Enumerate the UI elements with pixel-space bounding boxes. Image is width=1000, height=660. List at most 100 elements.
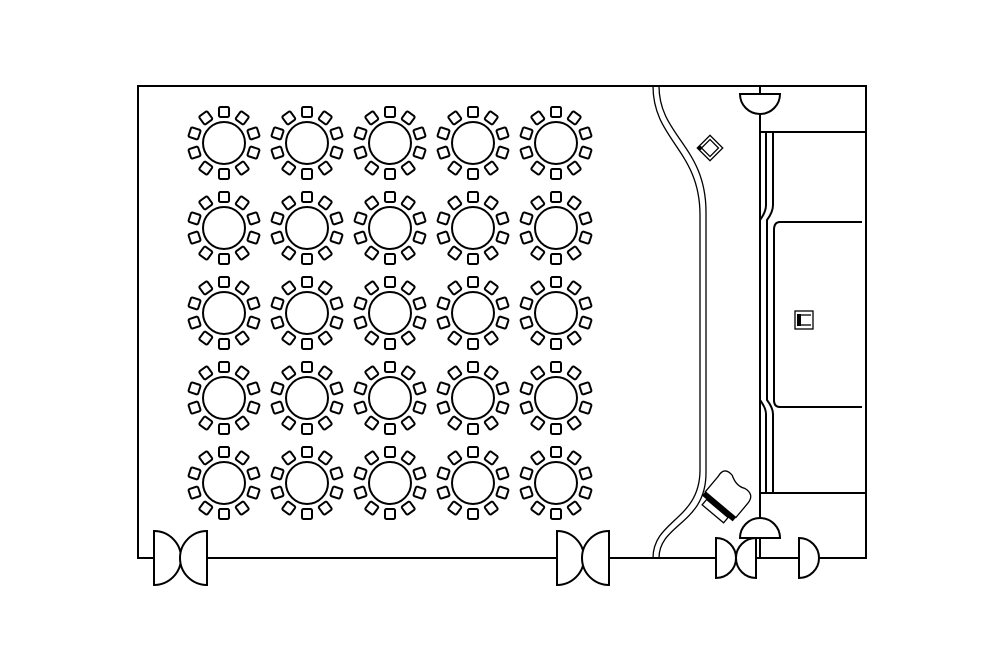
chair <box>495 296 510 311</box>
door-leaf[interactable] <box>715 536 737 580</box>
stage-door-bottom[interactable] <box>738 517 782 539</box>
round-table[interactable] <box>187 361 261 435</box>
round-table[interactable] <box>353 361 427 435</box>
chair <box>519 400 534 415</box>
chair <box>412 400 427 415</box>
round-table[interactable] <box>187 446 261 520</box>
chair <box>495 211 510 226</box>
lectern-icon <box>794 310 814 330</box>
double-door-right-leaf[interactable] <box>581 529 610 587</box>
chair <box>400 415 416 431</box>
chair <box>218 361 230 373</box>
chair <box>329 230 344 245</box>
chair <box>495 381 510 396</box>
double-door-right-leaf[interactable] <box>179 529 208 587</box>
chair <box>519 230 534 245</box>
round-table[interactable] <box>436 106 510 180</box>
chair <box>234 245 250 261</box>
chair <box>281 245 297 261</box>
chair <box>301 276 313 288</box>
chair <box>412 466 427 481</box>
chair <box>436 126 451 141</box>
chair <box>436 485 451 500</box>
chair <box>519 485 534 500</box>
round-table[interactable] <box>519 361 593 435</box>
chair <box>329 126 344 141</box>
chair <box>329 381 344 396</box>
chair <box>246 230 261 245</box>
round-table[interactable] <box>270 191 344 265</box>
chair <box>364 110 380 126</box>
chair <box>550 191 562 203</box>
round-table[interactable] <box>519 446 593 520</box>
round-table[interactable] <box>436 446 510 520</box>
round-table[interactable] <box>270 276 344 350</box>
chair <box>329 211 344 226</box>
round-table[interactable] <box>436 191 510 265</box>
double-door-left-leaf[interactable] <box>556 529 585 587</box>
stage-door-top[interactable] <box>738 93 782 115</box>
chair <box>198 365 214 381</box>
round-table[interactable] <box>519 276 593 350</box>
door-leaf[interactable] <box>735 536 757 580</box>
chair <box>483 195 499 211</box>
chair <box>467 253 479 265</box>
chair <box>578 230 593 245</box>
chair <box>218 191 230 203</box>
chair <box>187 296 202 311</box>
round-table[interactable] <box>353 191 427 265</box>
chair <box>447 330 463 346</box>
chair <box>364 330 380 346</box>
table-top <box>285 291 329 335</box>
chair <box>218 253 230 265</box>
round-table[interactable] <box>519 106 593 180</box>
chair <box>364 160 380 176</box>
round-table[interactable] <box>436 276 510 350</box>
chair <box>187 230 202 245</box>
chair <box>566 450 582 466</box>
table-top <box>202 291 246 335</box>
chair <box>317 110 333 126</box>
stage-platform <box>773 221 862 408</box>
table-top <box>534 121 578 165</box>
chair <box>218 276 230 288</box>
round-table[interactable] <box>270 361 344 435</box>
chair <box>234 450 250 466</box>
round-table[interactable] <box>353 276 427 350</box>
round-table[interactable] <box>519 191 593 265</box>
double-door-left-leaf[interactable] <box>153 529 182 587</box>
table-top <box>202 121 246 165</box>
chair <box>270 485 285 500</box>
chair <box>281 280 297 296</box>
round-table[interactable] <box>436 361 510 435</box>
chair <box>578 485 593 500</box>
chair <box>436 466 451 481</box>
round-table[interactable] <box>353 106 427 180</box>
chair <box>447 415 463 431</box>
chair <box>317 245 333 261</box>
chair <box>329 400 344 415</box>
round-table[interactable] <box>270 446 344 520</box>
round-table[interactable] <box>353 446 427 520</box>
chair <box>566 415 582 431</box>
chair <box>246 296 261 311</box>
round-table[interactable] <box>270 106 344 180</box>
chair <box>550 253 562 265</box>
chair <box>353 230 368 245</box>
door-leaf[interactable] <box>798 536 820 580</box>
banquet-tables <box>187 106 593 520</box>
chair <box>530 280 546 296</box>
table-top <box>451 461 495 505</box>
table-top <box>451 121 495 165</box>
round-table[interactable] <box>187 191 261 265</box>
chair <box>270 466 285 481</box>
chair <box>550 168 562 180</box>
chair <box>530 500 546 516</box>
chair <box>483 500 499 516</box>
chair <box>246 485 261 500</box>
chair <box>578 315 593 330</box>
chair <box>301 361 313 373</box>
round-table[interactable] <box>187 106 261 180</box>
chair <box>550 106 562 118</box>
round-table[interactable] <box>187 276 261 350</box>
